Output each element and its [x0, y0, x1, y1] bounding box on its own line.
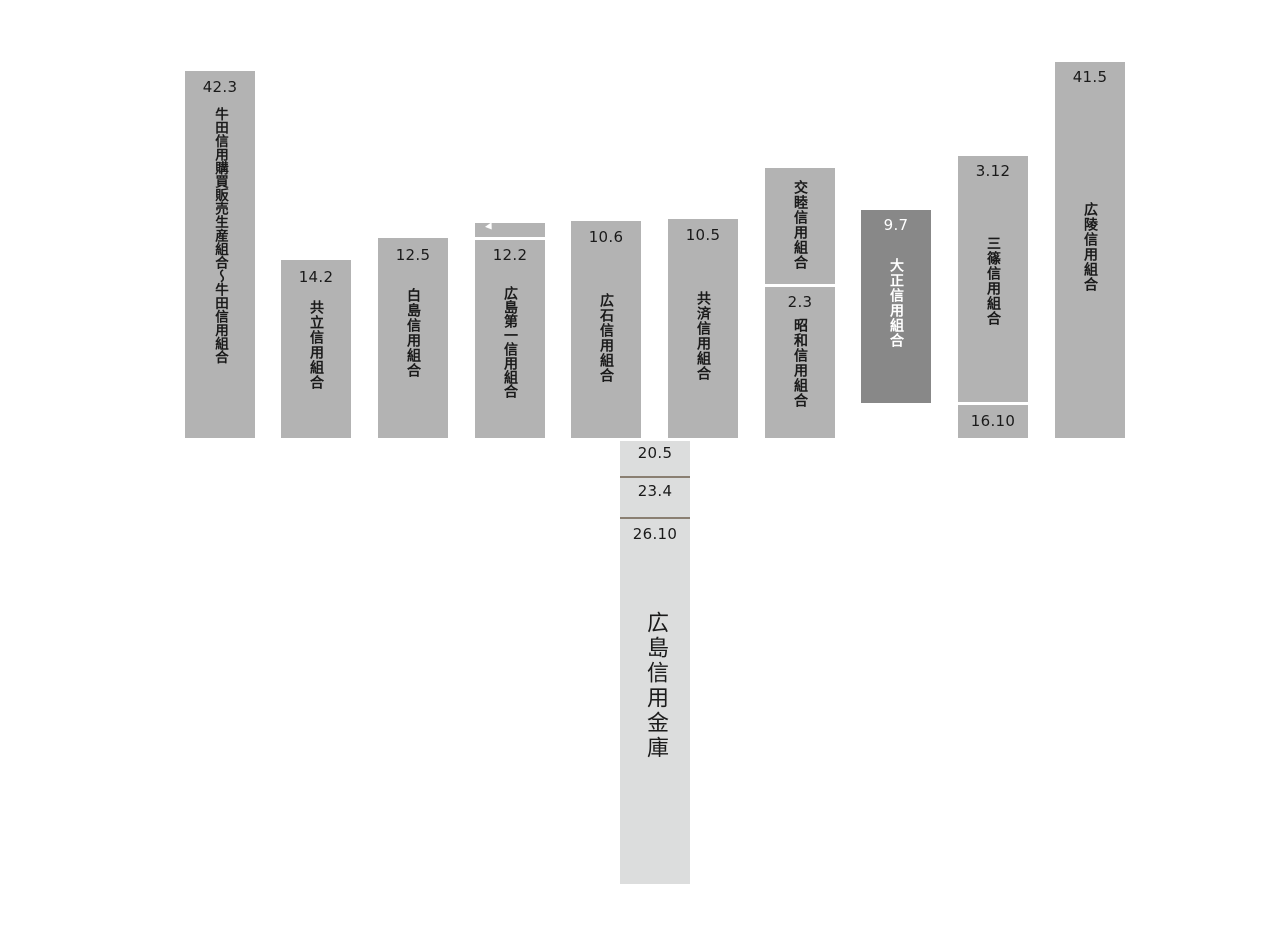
column-hakushima: 12.5 白島信用組合	[378, 238, 448, 438]
sanjo-date: 3.12	[975, 162, 1011, 180]
column-taisho: 9.7 大正信用組合	[861, 210, 931, 403]
taisho-date: 9.7	[883, 216, 909, 234]
column-koryo: 41.5 広陵信用組合	[1055, 62, 1125, 438]
koseki-name: 広石信用組合	[598, 293, 614, 383]
showa-name: 昭和信用組合	[792, 318, 808, 408]
shinkin-name: 広島信用金庫	[643, 611, 668, 761]
shinkin-date-2: 23.4	[637, 482, 673, 500]
column-hiroshima-shinkin: 20.5 23.4 26.10 広島信用金庫	[620, 441, 690, 884]
column-koseki: 10.6 広石信用組合	[571, 221, 641, 438]
column-koboku-showa: 交睦信用組合 2.3 昭和信用組合	[765, 168, 835, 438]
column-hiroshima-daiichi-top	[475, 222, 545, 237]
column-ushita: 42.3 牛田信用購買販売生産組合～牛田信用組合	[185, 71, 255, 438]
sanjo-end-date: 16.10	[970, 412, 1016, 430]
hiroshima-daiichi-date: 12.2	[492, 246, 528, 264]
shinkin-separator-1	[620, 476, 690, 478]
koseki-date: 10.6	[588, 228, 624, 246]
column-sanjo: 3.12 三篠信用組合 16.10	[958, 156, 1028, 438]
sanjo-separator	[958, 402, 1028, 405]
column-kyosai: 10.5 共済信用組合	[668, 219, 738, 438]
taisho-name: 大正信用組合	[888, 258, 904, 348]
kyoritsu-name: 共立信用組合	[308, 300, 324, 390]
sanjo-name: 三篠信用組合	[985, 236, 1001, 326]
koryo-date: 41.5	[1072, 68, 1108, 86]
shinkin-date-1: 20.5	[637, 444, 673, 462]
shinkin-separator-2	[620, 517, 690, 519]
koboku-showa-separator	[765, 284, 835, 287]
shinkin-date-3: 26.10	[632, 525, 678, 543]
hakushima-date: 12.5	[395, 246, 431, 264]
ushita-date: 42.3	[202, 78, 238, 96]
ushita-name: 牛田信用購買販売生産組合～牛田信用組合	[212, 107, 228, 364]
koboku-name: 交睦信用組合	[792, 180, 808, 270]
kyosai-name: 共済信用組合	[695, 291, 711, 381]
koryo-name: 広陵信用組合	[1082, 202, 1098, 292]
kyoritsu-date: 14.2	[298, 268, 334, 286]
column-kyoritsu: 14.2 共立信用組合	[281, 260, 351, 438]
showa-date: 2.3	[787, 293, 813, 311]
kyosai-date: 10.5	[685, 226, 721, 244]
tick-mark-icon	[485, 222, 495, 232]
hakushima-name: 白島信用組合	[405, 288, 421, 378]
hiroshima-daiichi-name: 広島第一信用組合	[502, 286, 518, 398]
column-hiroshima-daiichi: 12.2 広島第一信用組合	[475, 240, 545, 438]
